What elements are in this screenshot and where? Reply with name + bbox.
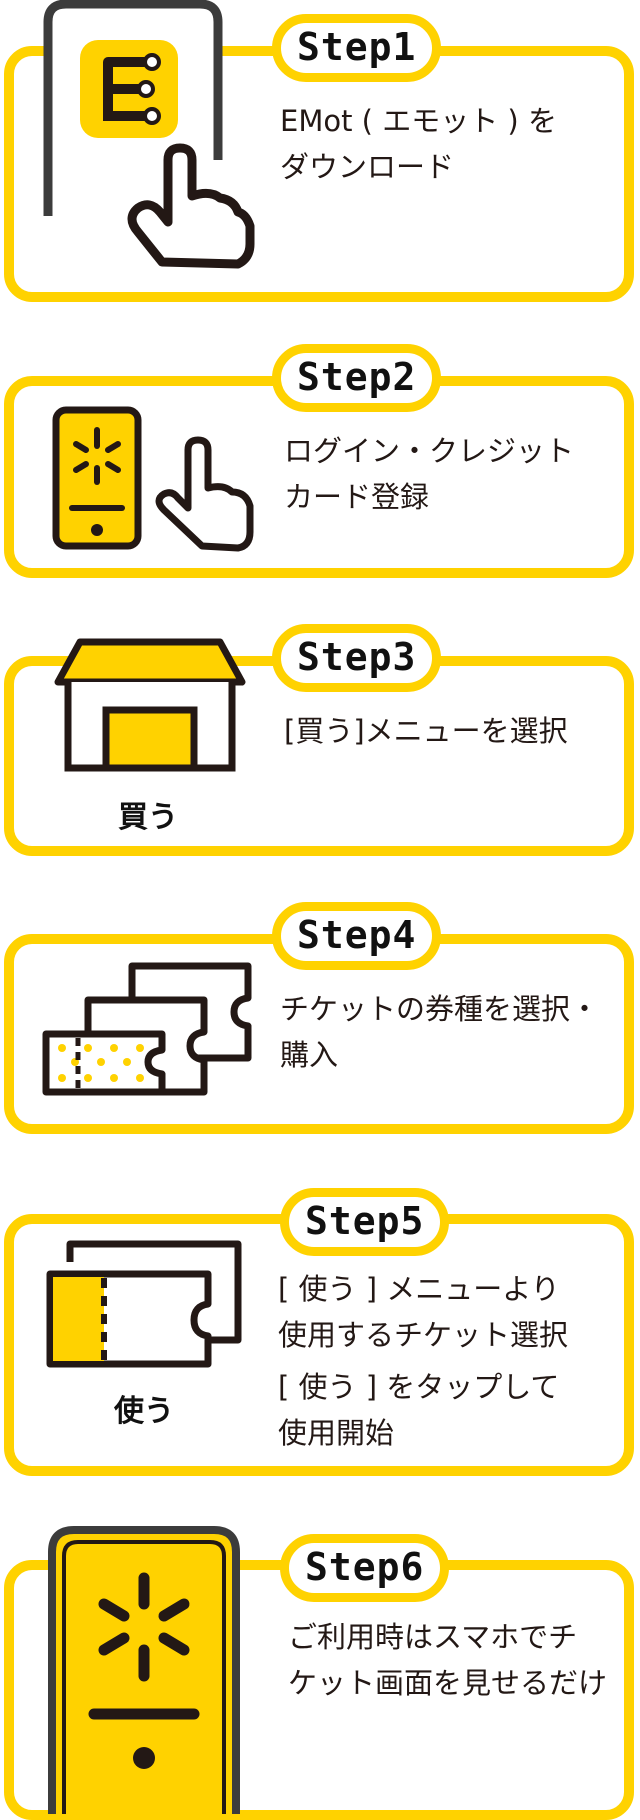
- step-icon-label: 買う: [118, 800, 178, 835]
- tickets-icon: [42, 962, 252, 1096]
- step-description-secondary: [ 使う ] をタップして 使用開始: [278, 1370, 560, 1450]
- step-description: ログイン・クレジット カード登録: [284, 434, 575, 514]
- ticket-use-icon: [46, 1240, 242, 1368]
- step-icon-label: 使う: [114, 1394, 174, 1429]
- shop-icon: [54, 638, 246, 772]
- step-description: [買う]メニューを選択: [284, 714, 568, 748]
- phone-app-tap-icon: [43, 0, 255, 269]
- phone-login-tap-icon: [52, 406, 254, 552]
- step-description: [ 使う ] メニューより 使用するチケット選択: [278, 1272, 569, 1352]
- step-description: チケットの券種を選択・ 購入: [280, 992, 600, 1072]
- step-badge: Step4: [272, 902, 442, 970]
- step-badge: Step1: [272, 14, 442, 82]
- step-description: ご利用時はスマホでチ ケット画面を見せるだけ: [288, 1620, 608, 1700]
- phone-show-ticket-icon: [48, 1526, 240, 1814]
- step-badge: Step6: [280, 1534, 450, 1602]
- step-description: EMot ( エモット ) を ダウンロード: [280, 104, 557, 184]
- step-badge: Step3: [272, 624, 442, 692]
- step-badge: Step5: [280, 1188, 450, 1256]
- step-badge: Step2: [272, 344, 442, 412]
